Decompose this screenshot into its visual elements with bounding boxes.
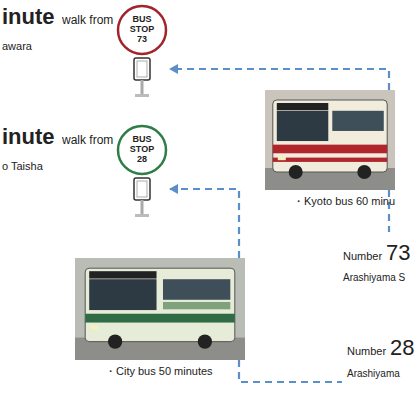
side-windows [332, 111, 383, 131]
bus-stop: BUS STOP 73 [116, 4, 168, 100]
bus-photo-box: ・Kyoto bus 60 minu [265, 90, 395, 190]
stop-ring [118, 126, 166, 174]
bus-caption: ・City bus 50 minutes [105, 364, 213, 379]
sign-base [135, 214, 149, 217]
heading-text: inute [2, 124, 55, 150]
windshield [89, 279, 156, 310]
stripe [273, 145, 387, 154]
stop-ring [118, 6, 166, 54]
wheel [108, 335, 122, 349]
note-text: o Taisha [2, 160, 43, 172]
timetable-inner [137, 61, 147, 77]
note-text: Arashiyama S [343, 272, 405, 283]
note-text: Number [347, 345, 386, 357]
bus-caption: ・Kyoto bus 60 minu [293, 194, 395, 209]
stop-name: BUS STOP 73 [127, 15, 157, 45]
stop-name: BUS STOP 28 [127, 135, 157, 165]
dashed-arrow [170, 69, 389, 90]
headsign [89, 271, 156, 278]
note-text: Number [343, 250, 382, 262]
stripe [163, 302, 230, 309]
stripe [273, 158, 387, 162]
photo-ground [265, 90, 395, 190]
stripe [85, 314, 235, 323]
windshield [277, 111, 328, 141]
wheel [357, 165, 371, 179]
stop-text-box: BUS STOP 73 [116, 4, 168, 56]
headlight [90, 325, 98, 329]
timetable-inner [137, 181, 147, 197]
bus-photo [265, 90, 395, 190]
bus-stop: BUS STOP 28 [116, 124, 168, 220]
wheel [198, 335, 212, 349]
headsign [277, 103, 328, 110]
heading-text: 28 [390, 335, 414, 361]
heading-text: 73 [386, 240, 410, 266]
note-text: walk from [62, 133, 113, 147]
bus-photo-box: ・City bus 50 minutes [75, 258, 245, 360]
headlight [278, 156, 286, 160]
note-text: awara [2, 40, 32, 52]
dashed-route [239, 360, 342, 382]
bus-body [85, 268, 235, 341]
timetable-board [134, 178, 150, 200]
note-text: walk from [62, 13, 113, 27]
sign-base [135, 94, 149, 97]
wheel [289, 165, 303, 179]
sign-pole [141, 80, 144, 95]
sign-pole [141, 200, 144, 215]
note-text: Arashiyama [347, 368, 400, 379]
timetable-board [134, 58, 150, 80]
side-windows [163, 279, 230, 300]
photo-ground [75, 258, 245, 360]
bus-photo [75, 258, 245, 360]
heading-text: inute [2, 4, 55, 30]
bus-body [273, 100, 387, 172]
dashed-arrow [170, 189, 239, 258]
stop-text-box: BUS STOP 28 [116, 124, 168, 176]
